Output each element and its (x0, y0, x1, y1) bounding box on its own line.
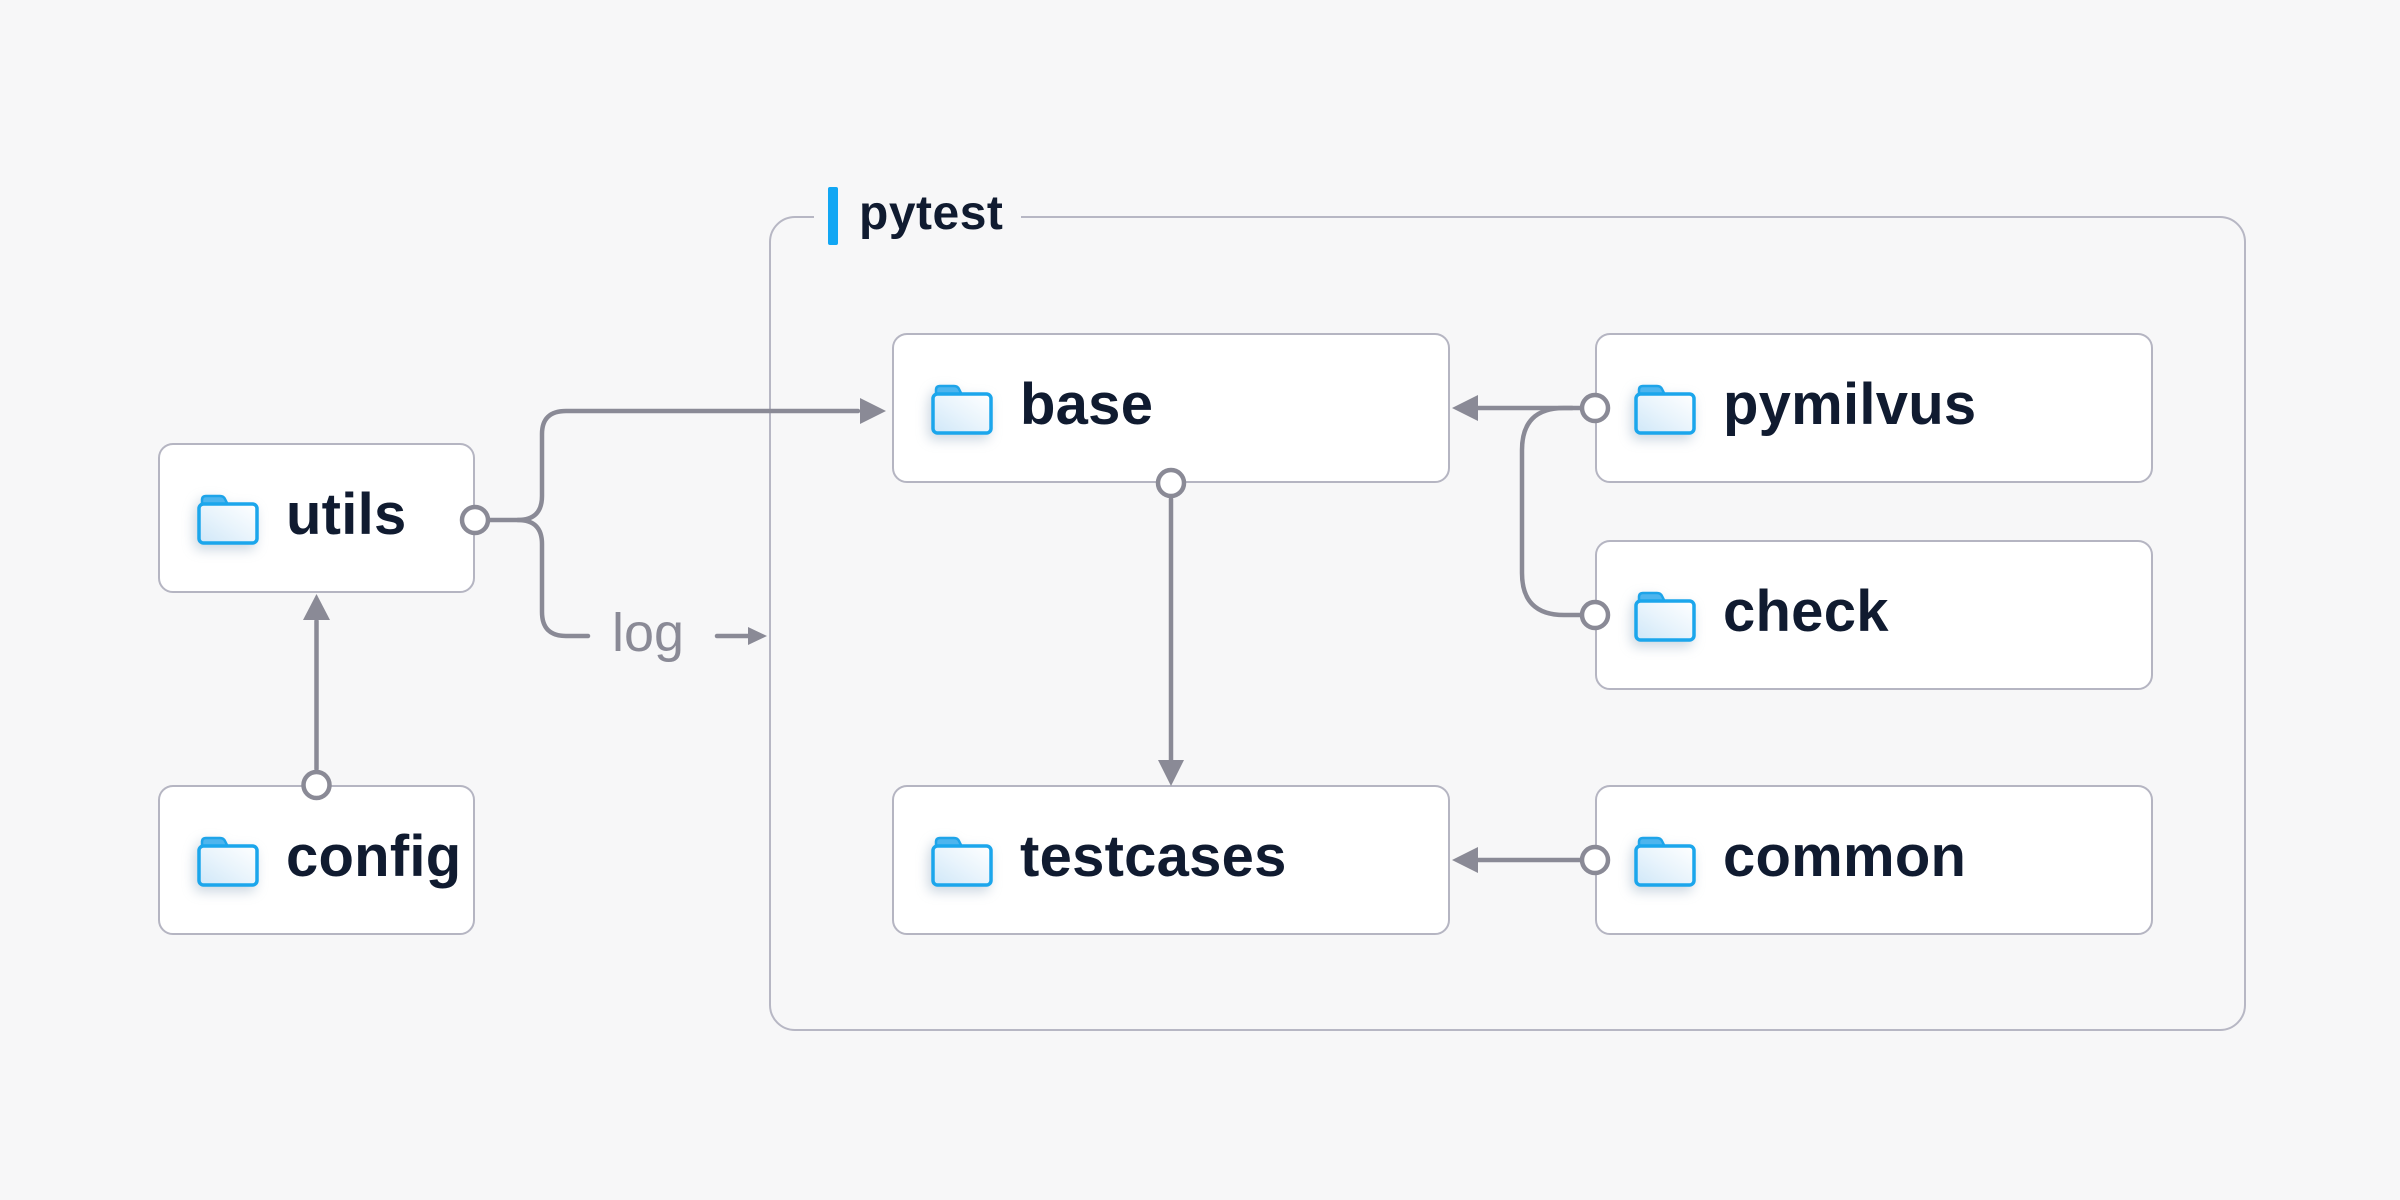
edge-config-utils (301, 594, 332, 801)
node-label: check (1723, 579, 1889, 644)
node-utils: utils (158, 443, 475, 593)
pytest-group-label: pytest (814, 185, 1022, 247)
node-label: common (1723, 824, 1967, 889)
node-base: base (892, 333, 1450, 483)
node-config: config (158, 785, 475, 935)
node-pymilvus: pymilvus (1595, 333, 2153, 483)
folder-icon (1634, 833, 1696, 887)
folder-icon (197, 833, 259, 887)
folder-icon (1634, 381, 1696, 435)
node-label: base (1020, 372, 1154, 437)
node-check: check (1595, 540, 2153, 690)
node-label: testcases (1020, 824, 1287, 889)
pytest-group-container (769, 216, 2246, 1031)
edge-label-log: log (611, 603, 685, 663)
node-label: config (286, 824, 462, 889)
folder-icon (931, 381, 993, 435)
folder-icon (1634, 588, 1696, 642)
accent-bar (828, 187, 838, 245)
node-common: common (1595, 785, 2153, 935)
node-testcases: testcases (892, 785, 1450, 935)
node-label: pymilvus (1723, 372, 1977, 437)
folder-icon (931, 833, 993, 887)
node-label: utils (286, 482, 407, 547)
arrowhead-right-small (748, 627, 767, 645)
arrowhead-up (303, 594, 330, 620)
group-title: pytest (859, 187, 1004, 240)
folder-icon (197, 491, 259, 545)
